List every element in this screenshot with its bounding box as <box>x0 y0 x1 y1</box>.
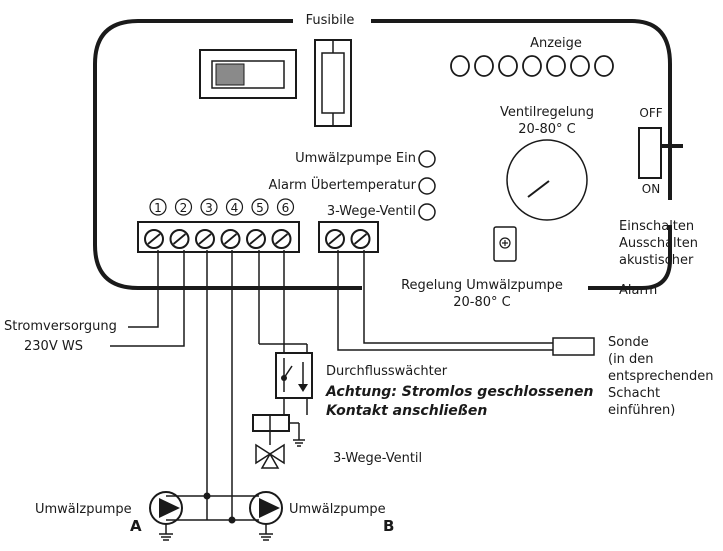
terminal-block-sensor <box>318 221 379 253</box>
flow-switch <box>275 352 313 399</box>
three-way-valve-led <box>418 203 436 221</box>
valve-control-dial[interactable] <box>506 139 588 221</box>
pump-control-label: Regelung Umwälzpumpe <box>401 278 563 293</box>
pump-range-label: 20-80° C <box>453 295 510 310</box>
terminal-numbers: 1 2 3 4 5 6 <box>149 198 295 216</box>
terminal-number-1: 1 <box>149 198 167 216</box>
terminal-main-screw-slot <box>198 233 212 245</box>
three-way-valve-led-label: 3-Wege-Ventil <box>327 204 416 219</box>
pump-a-label: Umwälzpumpe <box>35 502 132 517</box>
display-led <box>570 55 590 77</box>
terminal-block-main <box>137 221 300 253</box>
svg-text:Alarm: Alarm <box>619 283 657 298</box>
terminal-sensor-screw <box>350 229 371 249</box>
terminal-main-frame <box>137 221 300 253</box>
terminal-number-4: 4 <box>225 198 244 216</box>
terminal-main-screw-slot <box>249 233 263 245</box>
svg-text:entsprechenden: entsprechenden <box>608 369 714 384</box>
control-box-outline <box>93 19 672 290</box>
terminal-sensor-frame <box>318 221 379 253</box>
pump-a-letter: A <box>130 517 142 535</box>
on-label: ON <box>642 182 660 196</box>
terminal-main-screw <box>144 229 164 249</box>
svg-text:6: 6 <box>282 201 290 215</box>
switch-description: Einschalten Ausschalten akustischer Alar… <box>619 219 698 298</box>
sensor-probe <box>552 337 595 356</box>
pump-on-label: Umwälzpumpe Ein <box>295 151 416 166</box>
display-led <box>522 55 542 77</box>
svg-text:einführen): einführen) <box>608 403 675 418</box>
terminal-number-3: 3 <box>200 198 218 216</box>
pump-b-letter: B <box>383 517 394 535</box>
terminal-sensor-screw-slot <box>353 233 368 245</box>
power-wire-2 <box>110 250 185 347</box>
warning-line-2: Kontakt anschließen <box>326 403 487 419</box>
valve-range-label: 20-80° C <box>518 122 575 137</box>
display-leds <box>450 55 614 77</box>
alarm-overtemp-label: Alarm Übertemperatur <box>269 176 417 193</box>
valve-control-label: Ventilregelung <box>500 105 594 120</box>
svg-text:akustischer: akustischer <box>619 253 694 268</box>
display-led <box>474 55 494 77</box>
slide-switch[interactable] <box>199 49 297 99</box>
sensor-wire-2 <box>363 250 553 344</box>
terminal-main-screw-slot <box>274 233 289 245</box>
terminal-main-screw <box>220 229 241 249</box>
three-way-valve <box>252 414 305 469</box>
svg-text:2: 2 <box>180 201 188 215</box>
display-led <box>546 55 566 77</box>
pump-b <box>249 491 283 541</box>
terminal-main-screw <box>195 229 215 249</box>
svg-text:Einschalten: Einschalten <box>619 219 694 234</box>
svg-text:Sonde: Sonde <box>608 335 649 350</box>
pump-control-potentiometer[interactable] <box>493 226 517 262</box>
pump-b-label: Umwälzpumpe <box>289 502 386 517</box>
terminal-main-screw <box>246 229 266 249</box>
terminal-main-screw-slot <box>172 233 187 245</box>
svg-text:Ausschalten: Ausschalten <box>619 236 698 251</box>
svg-text:4: 4 <box>231 201 239 215</box>
svg-text:3: 3 <box>205 201 213 215</box>
power-wire-1 <box>128 250 159 328</box>
power-voltage-label: 230V WS <box>24 339 83 354</box>
alarm-switch[interactable] <box>638 127 683 179</box>
alarm-overtemp-led <box>418 177 436 195</box>
display-led <box>450 55 470 77</box>
terminal-number-2: 2 <box>174 198 193 216</box>
svg-text:5: 5 <box>256 201 264 215</box>
power-supply-label: Stromversorgung <box>4 319 117 334</box>
terminal-main-screw <box>271 229 292 249</box>
pump-on-led <box>418 150 436 168</box>
terminal-number-5: 5 <box>251 198 269 216</box>
display-led <box>498 55 518 77</box>
off-label: OFF <box>639 106 662 120</box>
sensor-wire-1 <box>337 250 553 351</box>
terminal-main-screw-slot <box>223 233 238 245</box>
pump-a <box>149 491 183 541</box>
flow-switch-label: Durchflusswächter <box>326 364 448 379</box>
fuse-holder <box>314 39 352 127</box>
slide-switch-knob[interactable] <box>215 63 245 86</box>
terminal-main-screw-slot <box>147 233 161 245</box>
warning-line-1: Achtung: Stromlos geschlossenen <box>325 384 593 400</box>
display-led <box>594 55 614 77</box>
svg-text:Schacht: Schacht <box>608 386 660 401</box>
terminal-sensor-screw-slot <box>328 233 342 245</box>
three-way-valve-label: 3-Wege-Ventil <box>333 451 422 466</box>
sensor-label: Sonde (in den entsprechenden Schacht ein… <box>608 335 714 418</box>
terminal-main-screw <box>169 229 190 249</box>
terminal-sensor-screw <box>325 229 345 249</box>
display-label: Anzeige <box>530 36 582 51</box>
fuse-label: Fusibile <box>306 13 355 28</box>
terminal-number-6: 6 <box>276 198 295 216</box>
svg-text:(in den: (in den <box>608 352 654 367</box>
svg-text:1: 1 <box>154 201 162 215</box>
wiring <box>166 250 308 524</box>
